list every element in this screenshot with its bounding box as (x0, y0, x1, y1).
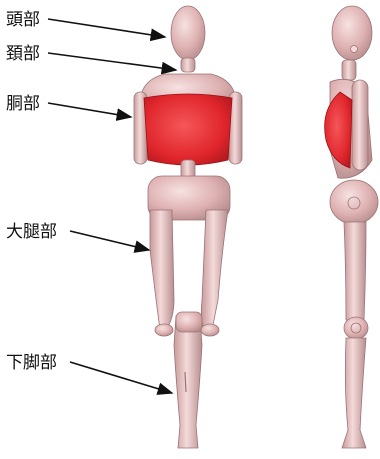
side-thigh (344, 222, 366, 320)
arrow-lower-leg (70, 362, 172, 393)
front-lower-leg (174, 316, 202, 448)
arrow-torso (48, 103, 131, 117)
arrow-thigh (70, 231, 149, 250)
side-pelvis (330, 180, 378, 224)
side-view (325, 6, 378, 448)
front-torso (144, 94, 232, 165)
front-neck (181, 58, 195, 72)
side-torso (325, 92, 352, 168)
arrow-neck (48, 53, 176, 70)
front-view (134, 6, 242, 448)
front-right-thigh (201, 210, 228, 330)
front-left-thigh (150, 210, 174, 330)
arrow-head (48, 19, 165, 37)
front-head (171, 6, 205, 60)
side-lower-leg (342, 338, 366, 448)
